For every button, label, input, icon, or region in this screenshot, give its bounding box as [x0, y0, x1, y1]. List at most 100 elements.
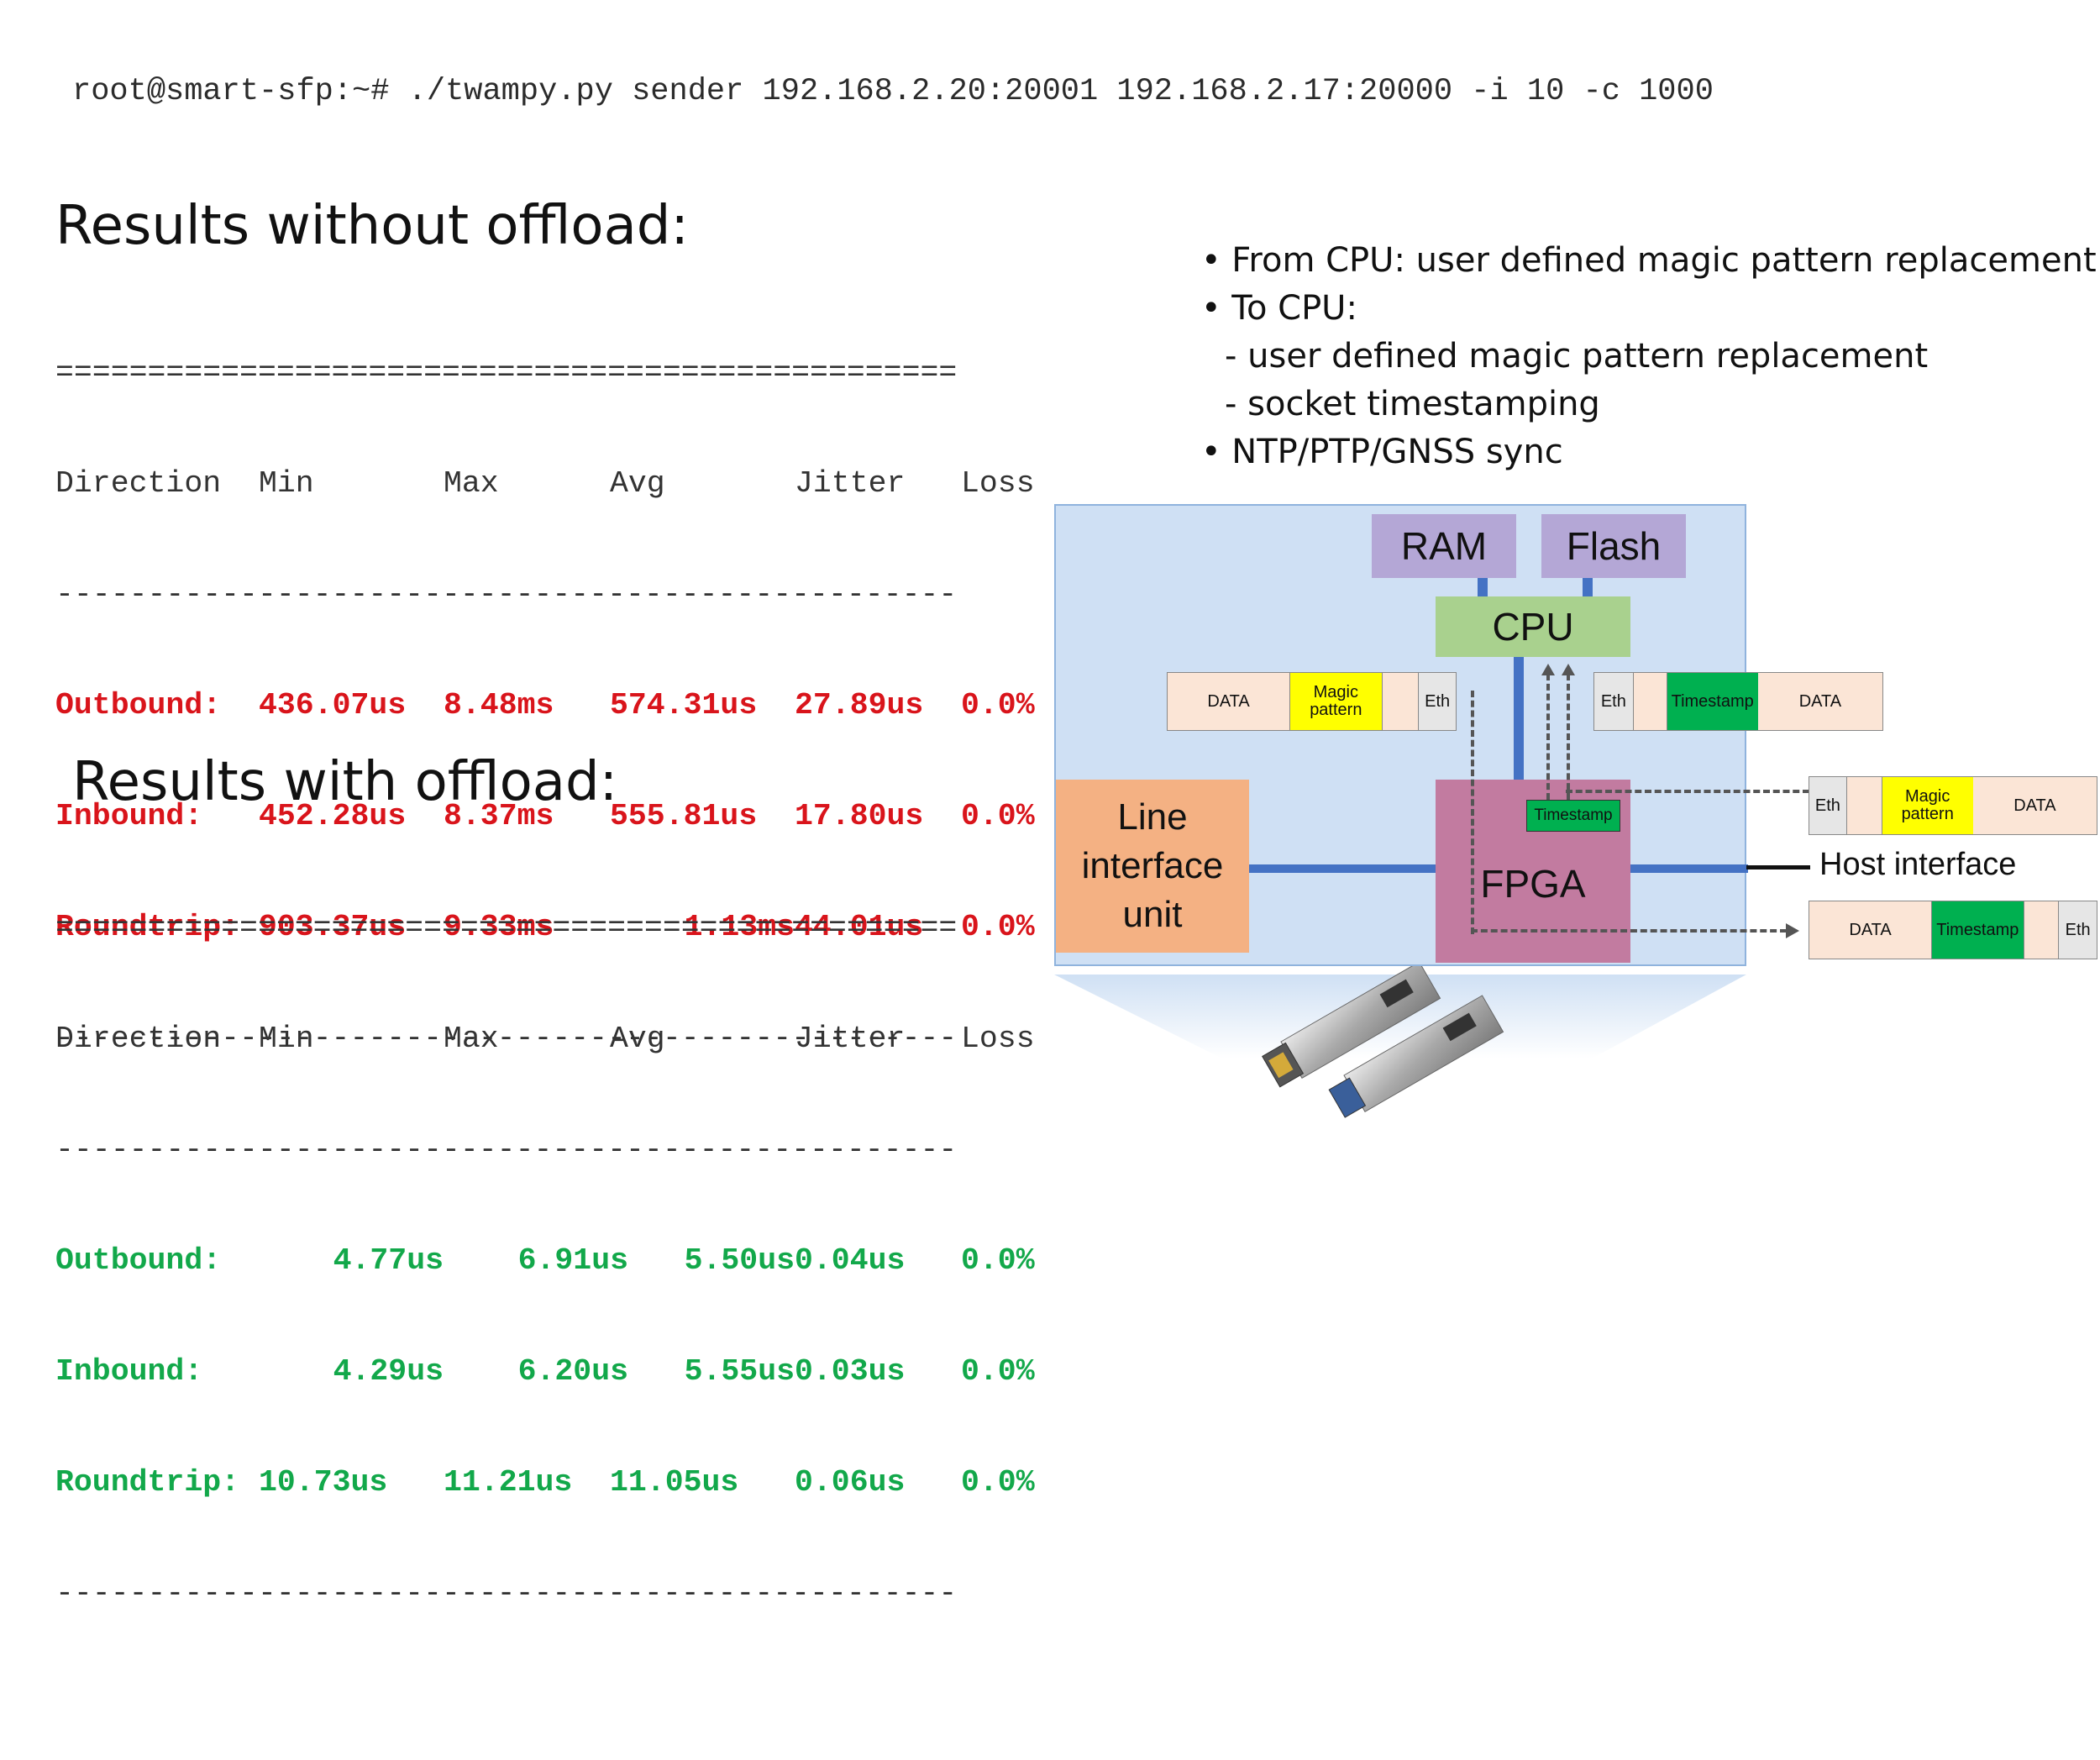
feature-bullets: • From CPU: user defined magic pattern r… [1201, 237, 2097, 476]
packet-eth-field: Eth [1594, 673, 1633, 730]
packet-data-field: DATA [1168, 673, 1290, 730]
rule-bottom: ----------------------------------------… [55, 1575, 957, 1612]
cell: 1.13ms [684, 910, 795, 944]
cell: 11.21us [444, 1465, 573, 1500]
cell: Roundtrip: [55, 910, 240, 944]
packet-gap [1632, 673, 1667, 730]
packet-timestamp-field: Timestamp [1666, 673, 1758, 730]
cell: 4.77us [333, 1243, 444, 1278]
rule-text: ----------------------------------------… [55, 1576, 958, 1610]
packet-gap [1381, 673, 1419, 730]
sfp-module-icon [1328, 995, 1504, 1118]
cell: 0.0% [961, 1465, 1035, 1500]
col-avg: Avg [610, 1022, 665, 1056]
col-direction: Direction [55, 1022, 222, 1056]
packet-eth-field: Eth [1809, 777, 1846, 834]
packet-to-cpu: Eth Timestamp DATA [1593, 672, 1883, 731]
rule-text: ----------------------------------------… [55, 1021, 958, 1055]
heading-with-offload: Results with offload: [72, 751, 618, 813]
cell: Inbound: [55, 799, 203, 833]
packet-data-field: DATA [1972, 777, 2097, 834]
bullet-item: • To CPU: [1201, 289, 1357, 328]
cell: 555.81us [610, 799, 758, 833]
cell: Roundtrip: [55, 1465, 240, 1500]
col-loss: Loss [961, 1022, 1035, 1056]
cell: 8.48ms [444, 688, 554, 722]
cell: 0.06us [795, 1465, 906, 1500]
cell: 6.20us [517, 1354, 628, 1389]
table-row: Roundtrip: 10.73us 11.21us 11.05us 0.06u… [55, 1464, 1035, 1501]
col-direction: Direction [55, 466, 222, 501]
cell: 0.0% [961, 1243, 1035, 1278]
bullet-item: • NTP/PTP/GNSS sync [1201, 433, 1563, 471]
architecture-diagram: RAM Flash CPU Line interface unit FPGA T… [1054, 504, 1748, 966]
fpga-timestamp-tag: Timestamp [1526, 800, 1620, 832]
fpga-host-bus [1630, 864, 1748, 873]
ram-cpu-bus [1478, 578, 1488, 596]
cpu-block: CPU [1436, 596, 1630, 657]
cell: 452.28us [259, 799, 407, 833]
table-with-offload: ========================================… [55, 836, 1035, 1649]
bullet-subitem: - socket timestamping [1225, 385, 1600, 423]
bullet-item: • From CPU: user defined magic pattern r… [1201, 241, 2097, 280]
ram-block: RAM [1372, 514, 1516, 578]
cell: 17.80us [795, 799, 924, 833]
packet-eth-field: Eth [2058, 901, 2097, 959]
cell: 0.03us [795, 1354, 906, 1389]
arrow-up-icon [1541, 664, 1555, 675]
cell: 44.01us [795, 910, 924, 944]
magic-label: pattern [1310, 701, 1362, 719]
timestamp-up-dashed-path [1567, 674, 1570, 800]
table-row: Outbound: 436.07us 8.48ms 574.31us 27.89… [55, 687, 1035, 724]
cell: 4.29us [333, 1354, 444, 1389]
col-jitter: Jitter [795, 466, 906, 501]
sfp-illustration [1054, 966, 1746, 1118]
flash-cpu-bus [1583, 578, 1593, 596]
cell: 27.89us [795, 688, 924, 722]
table-row: Outbound: 4.77us 6.91us 5.50us 0.04us 0.… [55, 1243, 1035, 1279]
cpu-fpga-bus [1514, 657, 1524, 780]
cell: 0.0% [961, 1354, 1035, 1389]
table-row: Inbound: 452.28us 8.37ms 555.81us 17.80u… [55, 798, 1035, 835]
line-unit-label: Line [1117, 796, 1188, 838]
col-jitter: Jitter [795, 1022, 906, 1056]
col-max: Max [444, 1022, 499, 1056]
rule-top: ========================================… [55, 355, 957, 391]
line-fpga-bus [1249, 864, 1441, 873]
arrow-right-icon [1786, 923, 1799, 938]
col-min: Min [259, 1022, 314, 1056]
rule-top: ========================================… [55, 910, 957, 947]
packet-from-cpu: DATA Magic pattern Eth [1167, 672, 1457, 731]
packet-eth-field: Eth [1418, 673, 1456, 730]
rule-text: ----------------------------------------… [55, 1132, 958, 1167]
flash-block: Flash [1541, 514, 1686, 578]
col-max: Max [444, 466, 499, 501]
cell: 0.0% [961, 688, 1035, 722]
command-line: root@smart-sfp:~# ./twampy.py sender 192… [72, 74, 1714, 109]
arrow-up-icon [1562, 664, 1575, 675]
cell: Inbound: [55, 1354, 203, 1389]
cell: Outbound: [55, 1243, 222, 1278]
cell: 0.04us [795, 1243, 906, 1278]
col-avg: Avg [610, 466, 665, 501]
cell: 9.33ms [444, 910, 554, 944]
table-without-offload: ========================================… [55, 281, 1035, 1094]
table-row: Roundtrip: 903.37us 9.33ms 1.13ms 44.01u… [55, 909, 1035, 946]
host-interface-line [1746, 865, 1810, 869]
rule-mid: ----------------------------------------… [55, 1132, 957, 1169]
host-to-fpga-dashed-path [1566, 790, 1809, 793]
packet-magic-field: Magic pattern [1289, 673, 1382, 730]
packet-data-field: DATA [1809, 901, 1932, 959]
line-unit-label: unit [1122, 894, 1183, 935]
packet-magic-field: Magic pattern [1881, 777, 1973, 834]
magic-label: Magic [1905, 787, 1950, 806]
magic-label: pattern [1901, 805, 1954, 823]
packet-host-lower: DATA Timestamp Eth [1809, 901, 2097, 959]
cell: 903.37us [259, 910, 407, 944]
rule-bottom: ----------------------------------------… [55, 1020, 957, 1057]
cell: 11.05us [610, 1465, 739, 1500]
table-row: Inbound: 4.29us 6.20us 5.55us 0.03us 0.0… [55, 1353, 1035, 1390]
cell: 8.37ms [444, 799, 554, 833]
line-interface-unit: Line interface unit [1056, 780, 1249, 953]
fpga-to-host-dashed-path [1471, 929, 1787, 933]
